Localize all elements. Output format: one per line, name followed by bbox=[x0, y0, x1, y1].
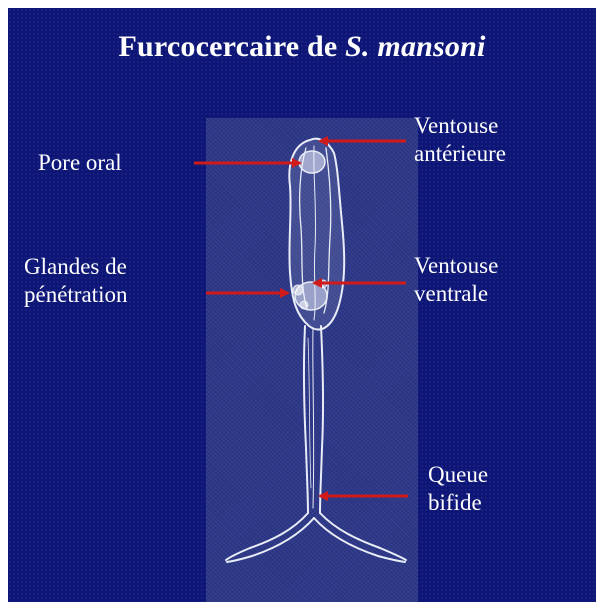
label-ventouse-anterieure: Ventouse antérieure bbox=[414, 112, 506, 168]
label-pore-oral: Pore oral bbox=[38, 149, 122, 177]
label-queue-line1: Queue bbox=[428, 461, 488, 489]
label-ventouse-ventrale-line1: Ventouse bbox=[414, 252, 498, 280]
label-queue-bifide: Queue bifide bbox=[428, 461, 488, 517]
cercaria-tail bbox=[226, 326, 406, 562]
label-queue-line2: bifide bbox=[428, 489, 488, 517]
cercaria-body bbox=[289, 139, 344, 330]
label-ventouse-anterieure-line1: Ventouse bbox=[414, 112, 506, 140]
label-pore-oral-text: Pore oral bbox=[38, 149, 122, 177]
label-ventouse-ventrale-line2: ventrale bbox=[414, 280, 498, 308]
diagram-panel: Furcocercaire de S. mansoni bbox=[8, 8, 596, 602]
anterior-sucker bbox=[299, 151, 325, 173]
label-glandes: Glandes de pénétration bbox=[24, 253, 127, 309]
label-glandes-line2: pénétration bbox=[24, 281, 127, 309]
label-glandes-line1: Glandes de bbox=[24, 253, 127, 281]
label-ventouse-ventrale: Ventouse ventrale bbox=[414, 252, 498, 308]
label-ventouse-anterieure-line2: antérieure bbox=[414, 140, 506, 168]
